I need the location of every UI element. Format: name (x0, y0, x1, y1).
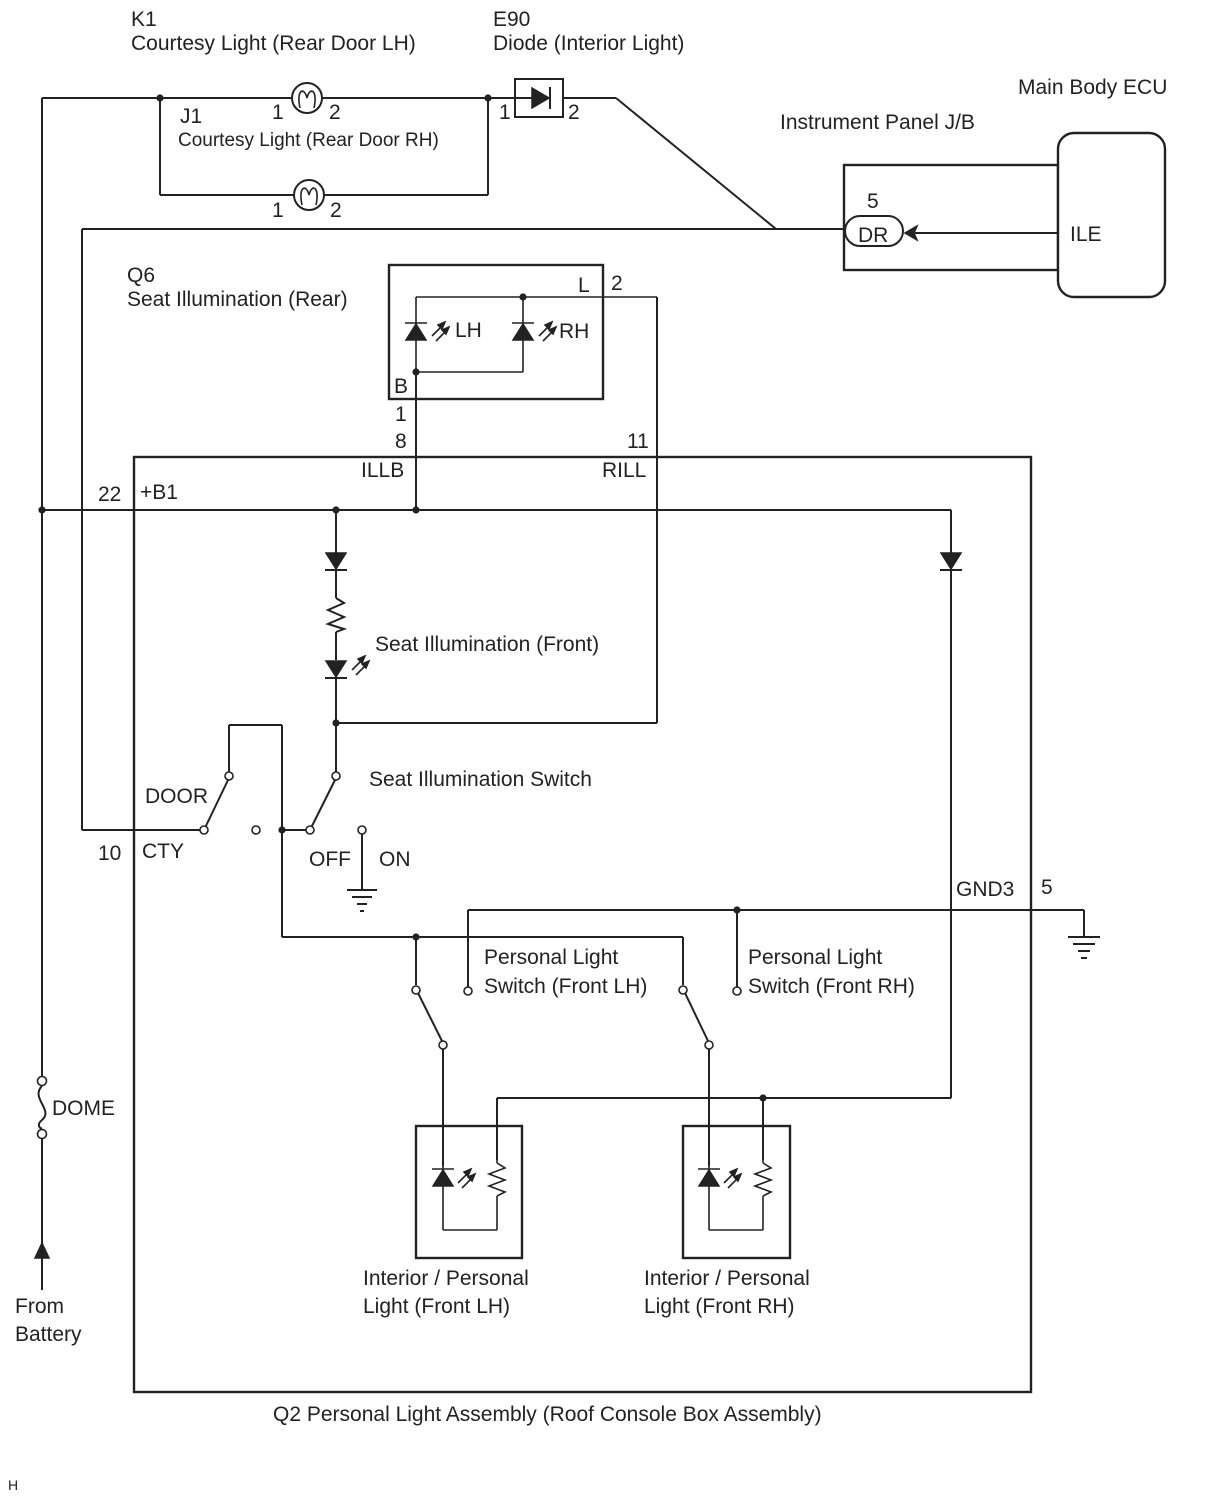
ipl-rh-line2: Light (Front RH) (644, 1295, 795, 1318)
ipl-rh-resistor-icon (752, 1162, 774, 1197)
pls-lh-line1: Personal Light (484, 946, 618, 969)
k1-name: Courtesy Light (Rear Door LH) (131, 32, 416, 55)
q2-pin-rill: 11 (627, 430, 649, 453)
right-branch-diode-icon (939, 552, 963, 571)
j1-name: Courtesy Light (Rear Door RH) (178, 130, 439, 151)
q6-emission-arrows-icon (431, 320, 558, 342)
gnd3-ground-icon (1068, 936, 1100, 959)
seat-switch-off-label: OFF (309, 848, 351, 871)
pls-rh-line1: Personal Light (748, 946, 882, 969)
door-label: DOOR (145, 785, 208, 808)
corner-mark: H (8, 1477, 18, 1493)
e90-pin2: 2 (568, 101, 580, 124)
diode-to-jb-wire (615, 97, 777, 230)
ipl-lh-internal (431, 1160, 508, 1231)
ipl-rh-box (681, 1124, 792, 1260)
ile-label: ILE (1070, 223, 1102, 246)
q6-term-b: B (394, 375, 408, 398)
main-body-ecu-box (1056, 131, 1167, 299)
seat-front-label: Seat Illumination (Front) (375, 633, 599, 656)
pls-lh-line2: Switch (Front LH) (484, 975, 647, 998)
q2-pin-b1: 22 (98, 483, 121, 506)
q2-b1-label: +B1 (140, 481, 178, 504)
seat-illumination-switch-icon (305, 771, 367, 835)
battery-arrow-icon (33, 1241, 51, 1259)
gnd3-label: GND3 (956, 878, 1014, 901)
j1-bulb-icon (293, 179, 325, 211)
q6-led-rh-label: RH (559, 320, 589, 343)
q2-pin-illb: 8 (395, 430, 407, 453)
q6-led-lh-label: LH (455, 319, 482, 342)
ipl-lh-resistor-icon (486, 1162, 508, 1197)
q6-pin-b: 1 (395, 403, 407, 426)
k1-pin1: 1 (272, 101, 284, 124)
battery-line1: From (15, 1295, 64, 1318)
ipl-rh-led-icon (697, 1168, 721, 1187)
q6-code: Q6 (127, 264, 155, 287)
j1-code: J1 (180, 105, 202, 128)
instrument-panel-jb-label: Instrument Panel J/B (780, 111, 975, 134)
q6-rh-led-icon (511, 322, 535, 341)
ipl-rh-internal (697, 1160, 774, 1231)
battery-line2: Battery (15, 1323, 82, 1346)
seat-switch-label: Seat Illumination Switch (369, 768, 592, 791)
personal-light-switch-lh-icon (411, 985, 473, 1050)
e90-pin1: 1 (499, 101, 511, 124)
q2-cty-label: CTY (142, 840, 184, 863)
dome-fuse-icon (36, 1075, 48, 1140)
dr-label: DR (858, 224, 888, 247)
q2-assembly-name: Q2 Personal Light Assembly (Roof Console… (273, 1403, 822, 1426)
e90-name: Diode (Interior Light) (493, 32, 684, 55)
q6-lh-led-icon (404, 322, 428, 341)
j1-pin1: 1 (272, 199, 284, 222)
gnd3-pin-label: 5 (1041, 876, 1053, 899)
personal-light-switch-rh-icon (678, 985, 742, 1050)
q6-term-l: L (578, 274, 590, 297)
ipl-lh-line2: Light (Front LH) (363, 1295, 510, 1318)
seat-switch-on-label: ON (379, 848, 411, 871)
wires (41, 97, 1085, 1255)
k1-pin2: 2 (329, 101, 341, 124)
e90-code: E90 (493, 8, 530, 31)
jb-pin-label: 5 (867, 190, 879, 213)
ipl-rh-line1: Interior / Personal (644, 1267, 810, 1290)
dr-connector-icon (844, 215, 919, 247)
junction-dots (38, 94, 767, 1102)
q2-illb-label: ILLB (361, 459, 404, 482)
q6-pin-l: 2 (611, 272, 623, 295)
ipl-lh-line1: Interior / Personal (363, 1267, 529, 1290)
ipl-lh-box (414, 1124, 524, 1260)
k1-code: K1 (131, 8, 157, 31)
q2-rill-label: RILL (602, 459, 646, 482)
door-switch-icon (199, 771, 261, 835)
labels: K1 Courtesy Light (Rear Door LH) 1 2 E90… (8, 8, 1167, 1493)
q2-pin-cty: 10 (98, 842, 121, 865)
j1-pin2: 2 (330, 199, 342, 222)
seat-front-led-icon (324, 654, 371, 679)
q6-name: Seat Illumination (Rear) (127, 288, 348, 311)
seat-front-diode-icon (324, 552, 348, 571)
q2-assembly-box (132, 455, 1033, 1394)
main-body-ecu-label: Main Body ECU (1018, 76, 1167, 99)
e90-diode-icon (514, 78, 564, 118)
q6-box (387, 263, 605, 401)
seat-switch-ground-icon (347, 889, 377, 912)
pls-rh-line2: Switch (Front RH) (748, 975, 915, 998)
dome-label: DOME (52, 1097, 115, 1120)
k1-bulb-icon (291, 82, 323, 114)
seat-front-resistor-icon (325, 597, 348, 633)
ipl-lh-led-icon (431, 1168, 455, 1187)
q6-internal (404, 296, 657, 373)
